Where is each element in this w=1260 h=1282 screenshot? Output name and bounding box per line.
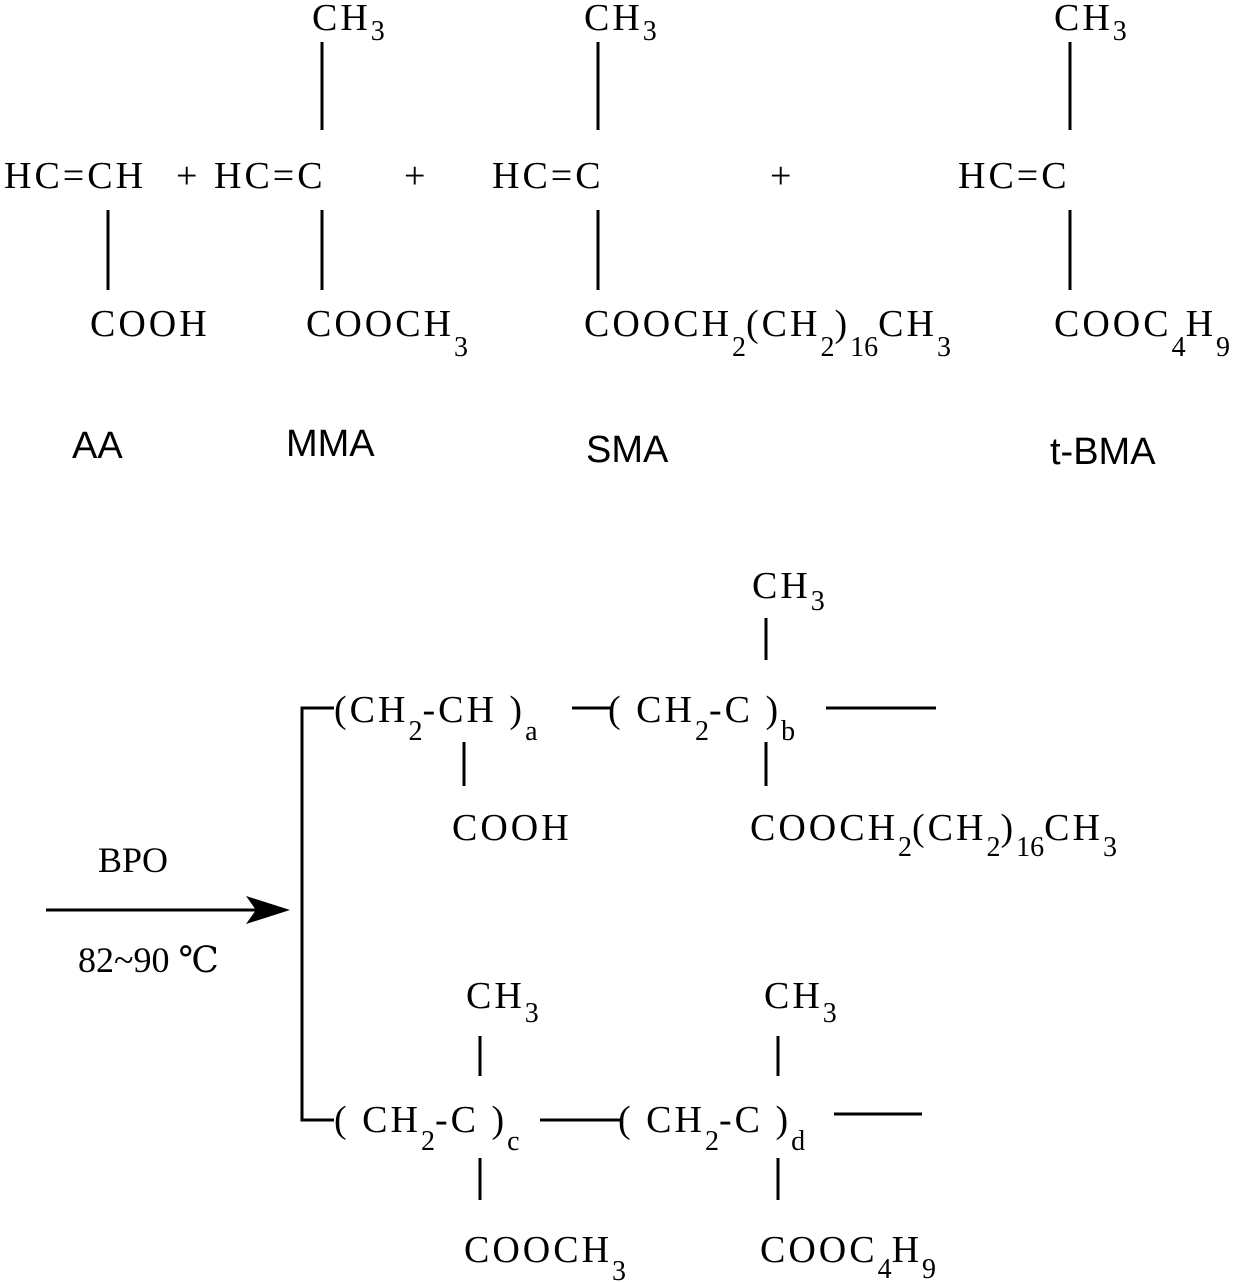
product-branch-bracket <box>300 706 334 1122</box>
aa-vinyl: HC=CH <box>4 155 146 197</box>
mma-methyl: CH3 <box>312 0 385 47</box>
sma-label: SMA <box>586 429 669 471</box>
product-unit-c: CH3 ( CH2-C )c COOCH3 <box>334 975 626 1282</box>
reaction-arrow-head <box>246 896 290 924</box>
reagent-label: BPO <box>98 840 168 880</box>
mma-ester: COOCH3 <box>306 303 468 363</box>
sma-methyl: CH3 <box>584 0 657 47</box>
mma-vinyl: HC=C <box>214 155 326 197</box>
aa-cooh: COOH <box>90 303 210 345</box>
product-unit-a: (CH2-CH )a COOH <box>334 689 572 849</box>
plus-sign-3: + <box>770 155 794 197</box>
plus-sign-2: + <box>404 155 428 197</box>
unit-d-side-group: COOC4H9 <box>760 1229 936 1282</box>
product-unit-d: CH3 ( CH2-C )d COOC4H9 <box>618 975 936 1282</box>
tbma-ester: COOC4H9 <box>1054 303 1230 363</box>
monomer-mma: CH3 HC=C COOCH3 MMA <box>214 0 468 465</box>
monomer-tbma: CH3 HC=C COOC4H9 t-BMA <box>958 0 1230 473</box>
aa-label: AA <box>72 425 123 467</box>
monomer-aa: HC=CH COOH AA <box>4 155 210 467</box>
monomer-sma: CH3 HC=C COOCH2(CH2)16CH3 SMA <box>492 0 951 471</box>
unit-b-methyl: CH3 <box>752 565 825 617</box>
tbma-vinyl: HC=C <box>958 155 1070 197</box>
tbma-label: t-BMA <box>1050 431 1156 473</box>
mma-label: MMA <box>286 423 375 465</box>
product-unit-b: CH3 ( CH2-C )b COOCH2(CH2)16CH3 <box>608 565 1117 863</box>
unit-b-repeat: ( CH2-C )b <box>608 689 795 747</box>
plus-sign-1: + <box>176 155 200 197</box>
unit-c-methyl: CH3 <box>466 975 539 1029</box>
sma-vinyl: HC=C <box>492 155 604 197</box>
tbma-methyl: CH3 <box>1054 0 1127 47</box>
unit-a-side-group: COOH <box>452 807 572 849</box>
unit-a-repeat: (CH2-CH )a <box>334 689 538 747</box>
unit-c-side-group: COOCH3 <box>464 1229 626 1282</box>
sma-ester: COOCH2(CH2)16CH3 <box>584 303 951 363</box>
unit-c-repeat: ( CH2-C )c <box>334 1099 520 1157</box>
unit-b-side-group: COOCH2(CH2)16CH3 <box>750 807 1117 863</box>
temperature-label: 82~90 ℃ <box>78 940 219 980</box>
reaction-arrow-group: BPO 82~90 ℃ <box>46 840 290 980</box>
unit-d-repeat: ( CH2-C )d <box>618 1099 805 1157</box>
unit-d-methyl: CH3 <box>764 975 837 1029</box>
